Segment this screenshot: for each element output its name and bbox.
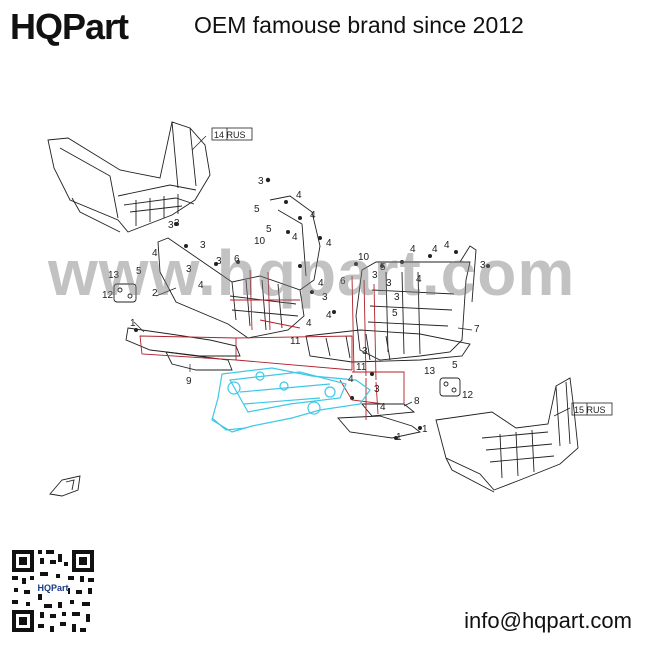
callout-8: 8 <box>414 396 420 407</box>
highlight-outlines <box>139 269 405 420</box>
callout-3: 3 <box>362 346 368 357</box>
callout-4: 4 <box>432 244 438 255</box>
callout-3: 3 <box>168 220 174 231</box>
callout-2: 2 <box>152 288 158 299</box>
callout-10: 10 <box>254 236 266 247</box>
callout-3: 3 <box>386 278 392 289</box>
callout-4: 4 <box>326 238 332 249</box>
tag-right <box>571 402 613 416</box>
callout-4: 4 <box>296 190 302 201</box>
callout-1: 1 <box>130 318 136 329</box>
callout-3: 3 <box>374 384 380 395</box>
rubber-pad-left <box>113 283 137 303</box>
front-direction-arrow-icon <box>49 475 81 497</box>
callout-3: 3 <box>200 240 206 251</box>
callout-7: 7 <box>474 324 480 335</box>
callout-11: 11 <box>290 336 301 347</box>
callout-4: 4 <box>306 318 312 329</box>
callout-4: 4 <box>318 278 324 289</box>
rubber-pad-right <box>439 377 461 397</box>
callout-5: 5 <box>452 360 458 371</box>
callout-6: 6 <box>234 254 240 265</box>
callout-3: 3 <box>258 176 264 187</box>
callout-6: 6 <box>340 276 346 287</box>
callout-4: 4 <box>152 248 158 259</box>
callout-9: 9 <box>186 376 192 387</box>
middle-left-footboard-part <box>157 195 321 339</box>
slogan: OEM famouse brand since 2012 <box>194 12 524 38</box>
tag-left <box>211 127 253 141</box>
callout-11: 11 <box>356 362 367 373</box>
callout-3: 3 <box>216 256 222 267</box>
callout-3: 3 <box>394 292 400 303</box>
callout-5: 5 <box>380 262 386 273</box>
callout-13: 13 <box>108 270 120 281</box>
callout-3: 3 <box>372 270 378 281</box>
callout-5: 5 <box>254 204 260 215</box>
callout-4: 4 <box>310 210 316 221</box>
callout-12: 12 <box>102 290 114 301</box>
callout-1: 1 <box>396 432 402 443</box>
contact-email: info@hqpart.com <box>464 608 632 633</box>
bolts <box>134 177 490 440</box>
callout-4: 4 <box>348 374 354 385</box>
callout-3: 3 <box>322 292 328 303</box>
left-footrest-part <box>47 121 211 233</box>
callout-3: 3 <box>174 218 180 229</box>
lower-brackets <box>125 327 422 439</box>
callout-12: 12 <box>462 390 474 401</box>
callout-4: 4 <box>444 240 450 251</box>
callout-1: 1 <box>422 424 428 435</box>
callout-3: 3 <box>186 264 192 275</box>
qr-code: HQPart <box>10 548 96 634</box>
tag-right-label: 15 RUS <box>574 405 606 415</box>
callout-13: 13 <box>424 366 436 377</box>
right-footrest-part <box>435 377 579 493</box>
callout-5: 5 <box>266 224 272 235</box>
main-frame <box>211 367 371 433</box>
qr-label: HQPart <box>37 583 68 593</box>
callout-4: 4 <box>410 244 416 255</box>
callout-4: 4 <box>292 232 298 243</box>
callout-10: 10 <box>358 252 370 263</box>
callout-5: 5 <box>136 266 142 277</box>
right-footboard-part <box>305 245 477 363</box>
watermark: www.hqpart.com <box>48 237 576 309</box>
callout-5: 5 <box>392 308 398 319</box>
callout-4: 4 <box>326 310 332 321</box>
callout-3: 3 <box>480 260 486 271</box>
callout-4: 4 <box>380 402 386 413</box>
callout-4: 4 <box>416 274 422 285</box>
callout-4: 4 <box>198 280 204 291</box>
tag-left-label: 14 RUS <box>214 130 246 140</box>
brand-logo: HQPart <box>10 6 129 47</box>
